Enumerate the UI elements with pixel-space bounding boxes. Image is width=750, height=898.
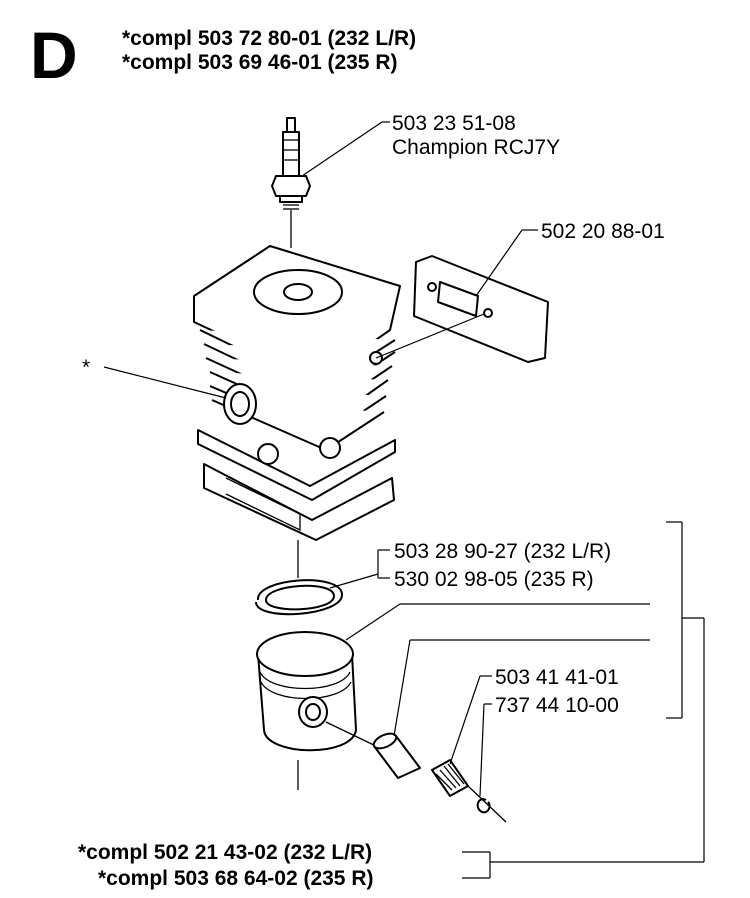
footer-assembly-232: *compl 502 21 43-02 (232 L/R) (78, 841, 373, 864)
callout-gasket: 502 20 88-01 (541, 220, 665, 243)
cylinder-drawing (193, 245, 401, 541)
bearing-leader (449, 675, 481, 765)
header-assembly-235: *compl 503 69 46-01 (235 R) (122, 51, 398, 74)
callout-spark-plug-name: Champion RCJ7Y (392, 136, 561, 159)
piston-pin-drawing (325, 721, 421, 779)
needle-bearing-drawing (431, 759, 469, 797)
spark-plug-drawing (271, 117, 311, 248)
piston-drawing (256, 631, 357, 790)
circlip-drawing (467, 785, 507, 823)
callout-spark-plug-number: 503 23 51-08 (392, 112, 516, 135)
ring-leader (329, 573, 379, 589)
exhaust-gasket-drawing (413, 255, 549, 363)
callout-ring-232: 503 28 90-27 (232 L/R) (394, 540, 612, 563)
piston-leader (345, 603, 401, 641)
callout-ring-235: 530 02 98-05 (235 R) (394, 568, 594, 591)
assembly-brackets (462, 521, 705, 879)
footer-assembly-235: *compl 503 68 64-02 (235 R) (98, 867, 374, 890)
callout-cylinder-star: * (82, 356, 91, 379)
cylinder-star-leader (103, 366, 227, 399)
circlip-leader (479, 703, 485, 797)
piston-ring-drawing (255, 579, 344, 616)
gasket-leader (475, 229, 523, 297)
header-assembly-232: *compl 503 72 80-01 (232 L/R) (122, 27, 417, 50)
pin-leader (393, 639, 411, 737)
callout-bearing: 503 41 41-01 (495, 666, 619, 689)
section-letter: D (30, 18, 78, 92)
spark-plug-leader (301, 121, 383, 177)
callout-circlip: 737 44 10-00 (495, 694, 619, 717)
